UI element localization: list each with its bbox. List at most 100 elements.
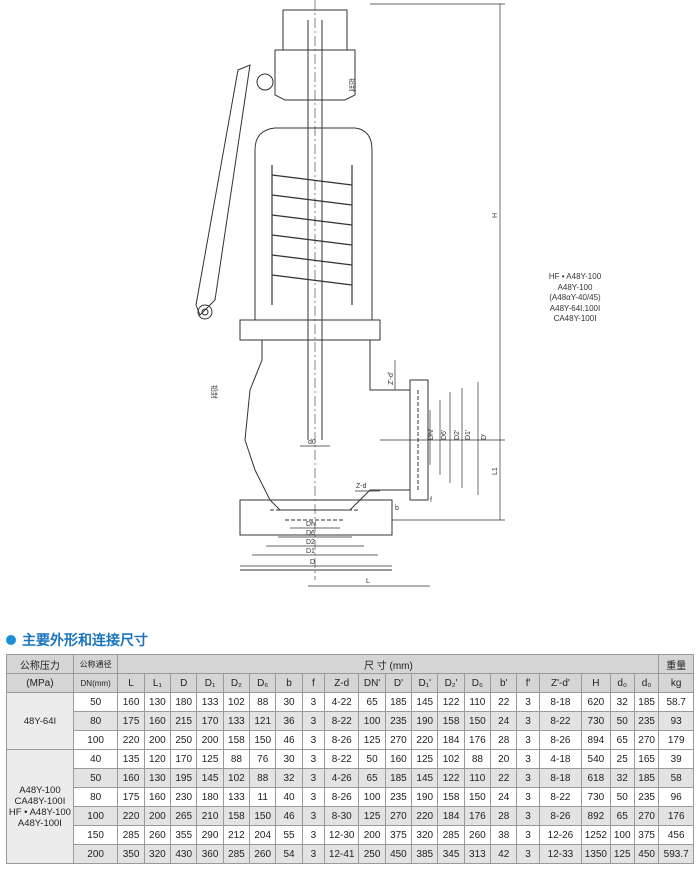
inlet-flange [239,499,393,536]
model-line: HF • A48Y-100 [548,272,602,281]
table-cell: 185 [633,692,660,712]
table-cell: 100 [72,730,119,750]
table-cell: 110 [463,768,492,788]
seal-label-top: 铅封 [348,78,357,92]
dim-f: f [430,497,432,504]
dim-D6-prime: D6' [441,430,448,440]
table-cell: 160 [143,787,172,807]
table-cell: 375 [384,825,413,845]
table-cell: 265 [170,806,198,826]
table-cell: 125 [196,749,224,769]
col-header: f' [516,673,540,693]
table-cell: 215 [170,711,198,731]
table-cell: 46 [275,806,303,826]
table-cell: 28 [490,806,518,826]
table-cell: 158 [437,711,465,731]
table-cell: 102 [222,692,251,712]
col-header: L₁ [143,673,172,693]
table-cell: 350 [117,844,145,864]
table-cell: 230 [170,787,198,807]
table-cell: 160 [143,711,172,731]
table-cell: 32 [275,768,303,788]
table-cell: 133 [222,711,251,731]
table-cell: 24 [490,787,518,807]
table-cell: 100 [358,711,386,731]
table-cell: 40 [72,749,119,769]
table-cell: 385 [411,844,439,864]
seal-label-left: 铅封 [210,385,219,399]
table-cell: 122 [437,768,465,788]
table-cell: 135 [117,749,145,769]
col-header: f [301,673,325,693]
table-cell: 42 [490,844,518,864]
table-cell: 456 [658,825,694,845]
table-cell: 618 [581,768,611,788]
table-cell: 8-26 [538,806,583,826]
table-cell: 176 [463,730,492,750]
table-cell: 80 [72,711,119,731]
model-line: CA48Y-100I [553,314,597,323]
table-cell: 100 [72,806,119,826]
table-cell: 180 [196,787,224,807]
table-cell: 3 [516,749,540,769]
table-cell: 270 [384,730,413,750]
table-cell: 892 [581,806,611,826]
table-cell: 200 [196,730,224,750]
table-cell: 160 [117,692,145,712]
table-cell: 122 [437,692,465,712]
table-cell: 200 [143,806,172,826]
col-header: DN' [358,673,386,693]
table-cell: 3 [516,730,540,750]
dim-Zd-prime: Z'-d' [388,372,395,385]
table-cell: 3 [301,711,325,731]
table-cell: 65 [609,806,635,826]
table-cell: 430 [170,844,198,864]
col-header: D' [384,673,413,693]
table-cell: 12-33 [538,844,583,864]
col-header: b' [490,673,518,693]
table-cell: 175 [117,711,145,731]
table-cell: 620 [581,692,611,712]
table-cell: 185 [633,768,660,788]
table-cell: 58.7 [658,692,694,712]
table-cell: 58 [658,768,694,788]
table-cell: 360 [196,844,224,864]
table-cell: 8-22 [538,787,583,807]
table-cell: 250 [170,730,198,750]
table-cell: 125 [609,844,635,864]
table-cell: 102 [437,749,465,769]
table-cell: 894 [581,730,611,750]
table-cell: 160 [117,768,145,788]
table-cell: 3 [301,844,325,864]
table-cell: 195 [170,768,198,788]
table-cell: 30 [275,749,303,769]
table-cell: 235 [633,711,660,731]
table-cell: 450 [633,844,660,864]
table-cell: 121 [249,711,277,731]
table-cell: 130 [143,692,172,712]
table-cell: 150 [249,730,277,750]
col-header: L [117,673,145,693]
valve-body [244,339,411,511]
table-cell: 39 [658,749,694,769]
table-cell: 46 [275,730,303,750]
dim-b: b [395,505,399,512]
table-cell: 88 [249,692,277,712]
dim-L: L [366,578,370,585]
model-group-label: A48Y-100 CA48Y-100I HF • A48Y-100 A48Y-1… [6,749,74,864]
table-cell: 145 [196,768,224,788]
table-cell: 285 [437,825,465,845]
model-line: A48Y-64I.100I [549,303,601,313]
table-cell: 150 [72,825,119,845]
table-cell: 184 [437,730,465,750]
table-cell: 179 [658,730,694,750]
table-cell: 160 [384,749,413,769]
table-cell: 100 [609,825,635,845]
table-cell: 184 [437,806,465,826]
